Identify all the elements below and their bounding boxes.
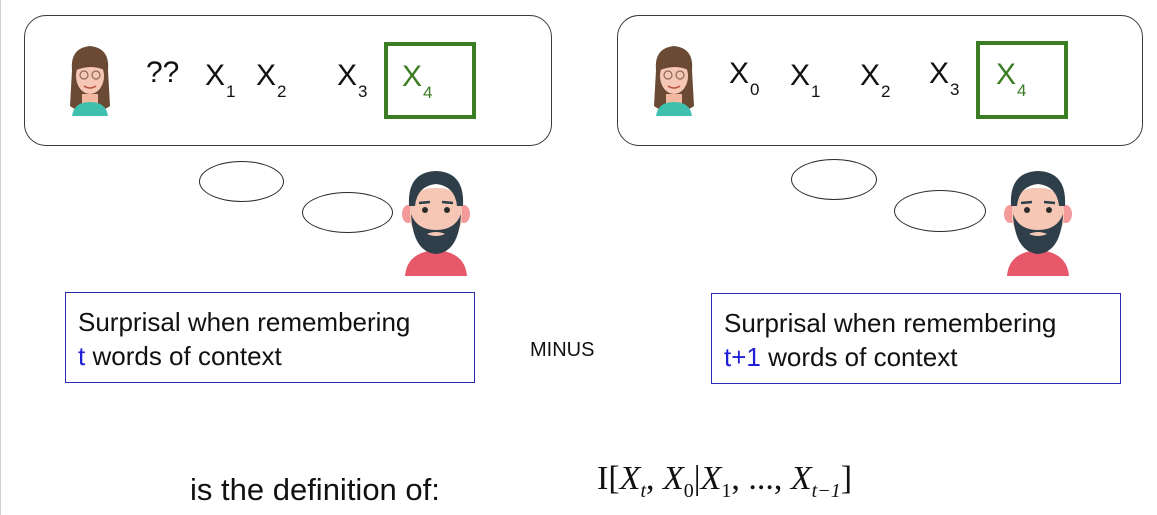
token-base: X — [860, 59, 881, 92]
caption-line-2: t words of context — [78, 339, 474, 373]
token-base: X — [402, 60, 423, 93]
caption-line-1: Surprisal when remembering — [724, 308, 1057, 338]
caption-line-2: t+1 words of context — [724, 340, 1120, 374]
context-length-highlight: t — [78, 341, 86, 372]
mutual-information-formula: I[Xt, X0|X1, ..., Xt−1] — [597, 460, 852, 503]
formula-conditional-bar: | — [693, 460, 701, 497]
token-base: X — [256, 59, 277, 92]
token-index: 1 — [811, 82, 821, 101]
slide-edge — [0, 0, 1, 515]
target-token: X4 — [996, 58, 1027, 100]
token: X1 — [205, 59, 236, 101]
formula-var: X — [619, 460, 641, 497]
formula-bracket: [ — [608, 460, 620, 497]
caption-line-2-rest: words of context — [85, 341, 282, 372]
thought-bubble-large — [302, 192, 393, 233]
woman-avatar-icon — [70, 46, 110, 116]
left-caption-box: Surprisal when remembering t words of co… — [65, 292, 475, 383]
token: X3 — [337, 59, 368, 101]
token-base: X — [729, 57, 750, 90]
formula-var: X — [700, 460, 722, 497]
bearded-man-avatar-icon — [402, 171, 470, 276]
thought-bubble-small — [199, 161, 284, 202]
left-speech-panel — [24, 15, 552, 146]
token-index: 1 — [226, 82, 236, 101]
token-base: X — [205, 59, 226, 92]
token-index: 2 — [881, 82, 891, 101]
context-length-highlight: t+1 — [724, 342, 761, 373]
thought-bubble-large — [894, 190, 986, 232]
formula-ellipsis: , ..., — [731, 460, 791, 497]
target-token-box — [976, 41, 1068, 119]
token-base: X — [337, 59, 358, 92]
thought-bubble-small — [791, 159, 877, 200]
token-index: 2 — [277, 82, 287, 101]
bearded-man-avatar-icon — [1004, 171, 1072, 276]
formula-index: 0 — [683, 480, 694, 502]
token: X2 — [860, 59, 891, 101]
token-index: 3 — [358, 82, 368, 101]
target-token: X4 — [402, 60, 433, 102]
formula-sep: , — [646, 460, 663, 497]
formula-index: t−1 — [811, 480, 841, 502]
right-caption-box: Surprisal when remembering t+1 words of … — [711, 293, 1121, 384]
formula-index: t — [640, 480, 646, 502]
formula-index: 1 — [721, 480, 732, 502]
token-index: 0 — [750, 80, 760, 99]
target-token-box — [384, 42, 476, 119]
token-base: X — [929, 57, 950, 90]
right-speech-panel — [617, 15, 1143, 146]
token-base: X — [790, 59, 811, 92]
token-index: 4 — [1017, 81, 1027, 100]
token-index: 3 — [950, 80, 960, 99]
token: X2 — [256, 59, 287, 101]
token: X1 — [790, 59, 821, 101]
formula-var: X — [663, 460, 684, 497]
token-base: X — [996, 58, 1017, 91]
formula-operator: I — [597, 460, 609, 497]
token-index: 4 — [423, 83, 433, 102]
definition-label: is the definition of: — [190, 472, 440, 507]
caption-line-2-rest: words of context — [760, 342, 958, 373]
woman-avatar-icon — [654, 46, 694, 116]
formula-var: X — [790, 460, 812, 497]
unknown-token: ?? — [146, 56, 180, 89]
token: X3 — [929, 57, 960, 99]
token: X0 — [729, 57, 760, 99]
formula-bracket: ] — [840, 460, 853, 497]
caption-line-1: Surprisal when remembering — [78, 307, 411, 337]
minus-operator-label: MINUS — [530, 339, 595, 361]
